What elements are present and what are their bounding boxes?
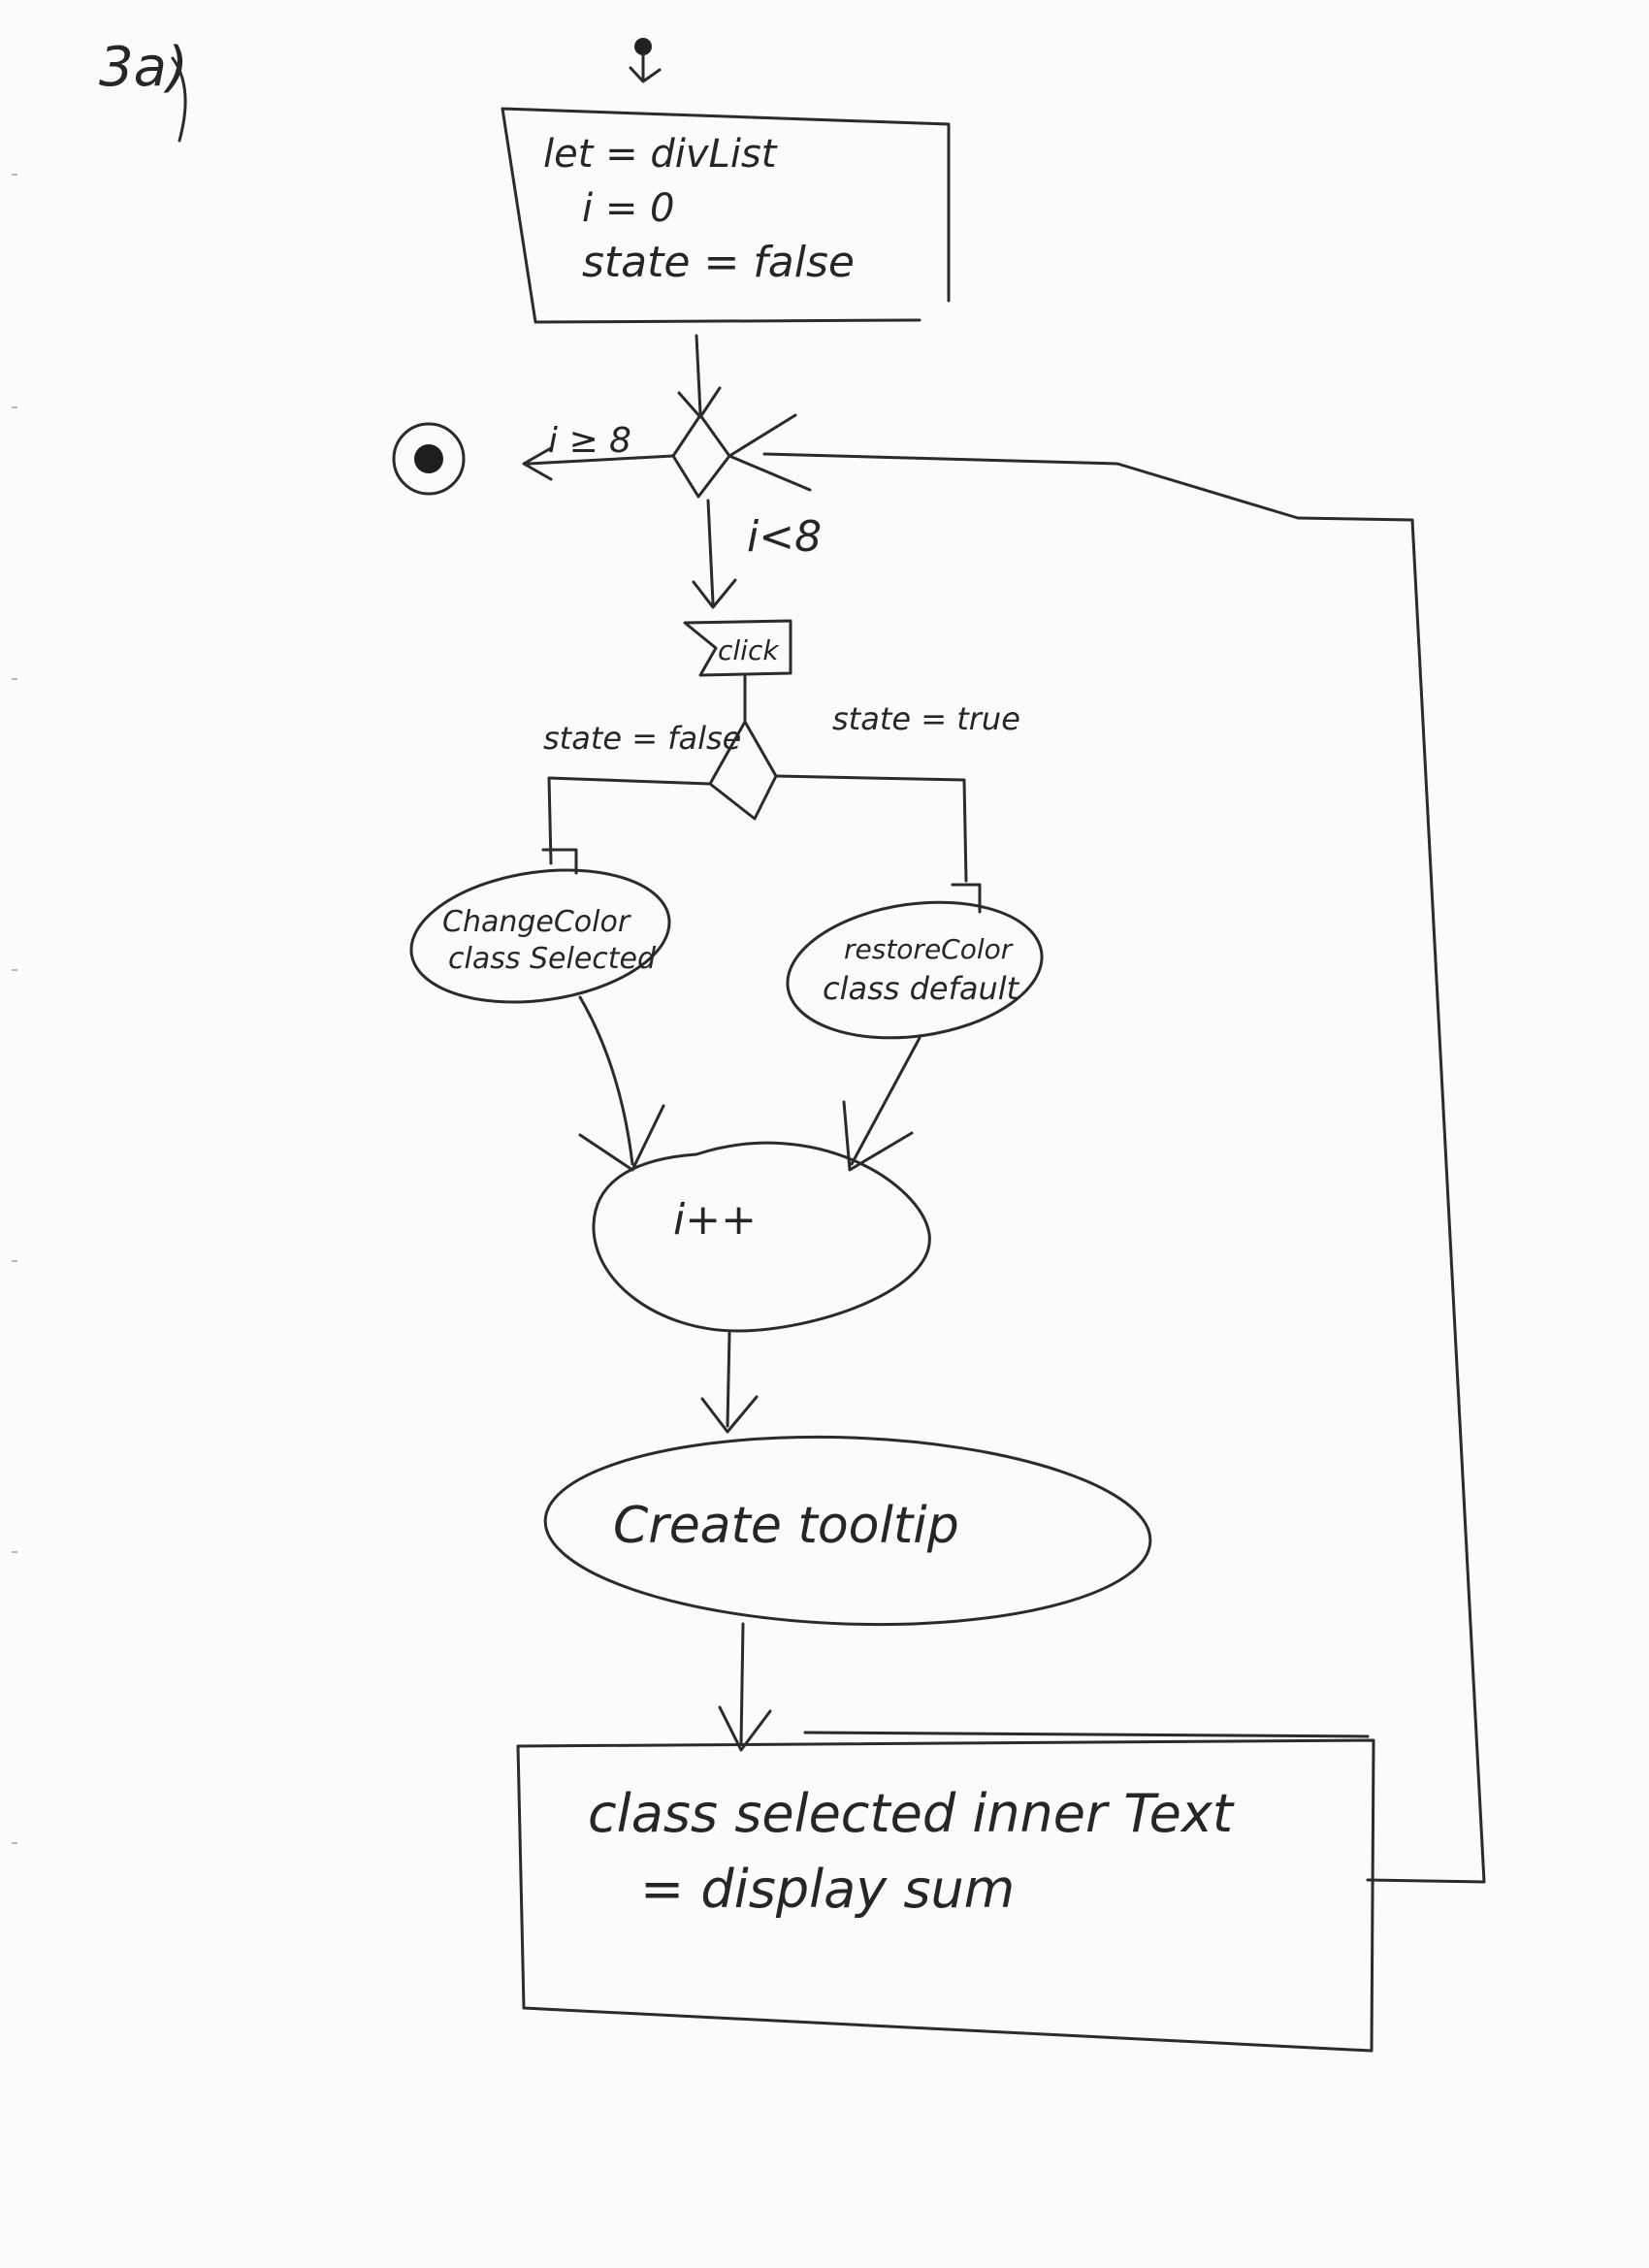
- arrow-init-to-decision: [677, 334, 722, 419]
- branch-right-guard: state = true: [832, 700, 1020, 737]
- action-restore-color: [786, 900, 1044, 1040]
- initial-arrow: [629, 52, 662, 83]
- branch-diamond: [708, 720, 778, 821]
- final-line-2: = display sum: [640, 1859, 1015, 1920]
- event-signal-label: click: [718, 634, 780, 666]
- final-node-ring: [392, 422, 466, 496]
- action-increment-label: i++: [673, 1195, 757, 1245]
- action-left-line-1: ChangeColor: [442, 905, 631, 939]
- initial-node: [634, 38, 652, 55]
- arrow-to-tooltip: [700, 1331, 759, 1434]
- final-block-top-edge: [803, 1731, 1370, 1738]
- action-create-tooltip: [543, 1435, 1152, 1627]
- page-label-paren: [171, 56, 187, 143]
- branch-left-guard: state = false: [543, 720, 741, 757]
- right-branch-path: [774, 774, 968, 883]
- action-change-color: [409, 868, 671, 1004]
- arrow-to-final: [522, 446, 675, 481]
- init-block: [501, 107, 951, 324]
- loop-decision-diamond: [671, 413, 731, 499]
- final-line-1: class selected inner Text: [588, 1783, 1235, 1844]
- loop-back-edge: [762, 452, 1486, 1884]
- action-left-line-2: class Selected: [448, 942, 657, 976]
- init-line-2: i = 0: [582, 186, 675, 231]
- arrow-to-final-block: [718, 1622, 772, 1752]
- init-line-1: let = divList: [543, 132, 778, 177]
- action-increment: [592, 1141, 931, 1333]
- action-right-line-2: class default: [823, 970, 1020, 1007]
- loop-continue-guard: i<8: [747, 512, 822, 562]
- loop-exit-guard: i ≥ 8: [548, 421, 631, 461]
- arrow-left-to-increment: [578, 995, 665, 1172]
- action-tooltip-label: Create tooltip: [613, 1497, 959, 1555]
- right-pin-mark: [951, 883, 982, 914]
- left-pin-mark: [541, 848, 578, 875]
- page-label: 3a): [99, 36, 188, 99]
- final-node-dot: [414, 444, 443, 473]
- merge-incoming-marks: [728, 413, 812, 492]
- margin-ticks: [12, 174, 17, 1844]
- left-branch-path: [547, 776, 712, 865]
- action-right-line-1: restoreColor: [844, 933, 1014, 965]
- final-action-block: [516, 1738, 1375, 2053]
- arrow-to-click: [692, 499, 737, 609]
- arrow-right-to-increment: [842, 1036, 922, 1172]
- init-line-3: state = false: [582, 238, 855, 287]
